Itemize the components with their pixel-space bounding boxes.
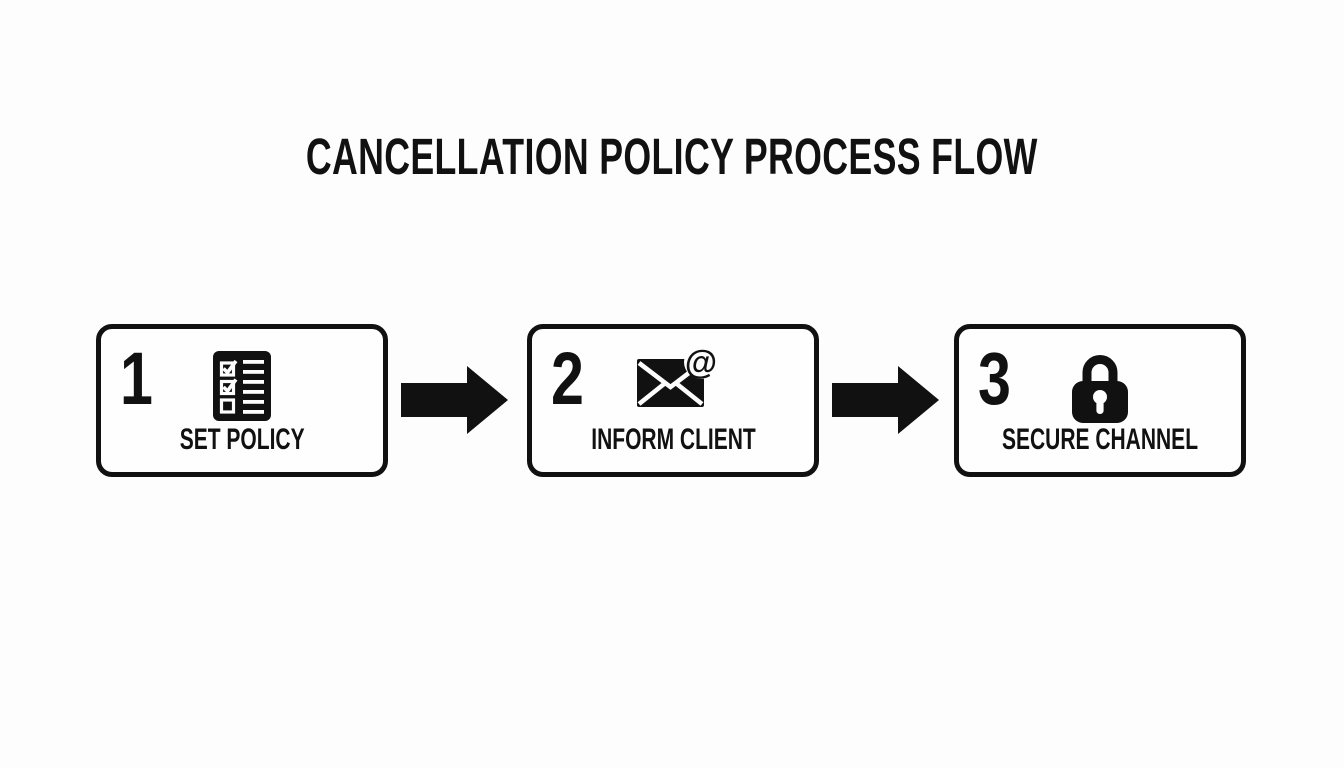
diagram-title: CANCELLATION POLICY PROCESS FLOW bbox=[0, 131, 1344, 182]
step-label: SECURE CHANNEL bbox=[1001, 423, 1199, 456]
step-label-wrap: INFORM CLIENT bbox=[532, 425, 814, 455]
checklist-icon bbox=[213, 351, 271, 421]
padlock-icon bbox=[1072, 351, 1128, 423]
step-box-set-policy: 1 SET POLICY bbox=[96, 324, 388, 477]
step-number: 2 bbox=[551, 337, 584, 420]
arrow-right-icon bbox=[401, 366, 508, 434]
step-label: SET POLICY bbox=[179, 423, 305, 456]
step-label-wrap: SECURE CHANNEL bbox=[959, 425, 1241, 455]
step-number: 3 bbox=[978, 337, 1011, 420]
step-label-wrap: SET POLICY bbox=[101, 425, 383, 455]
step-box-inform-client: 2 @ INFORM CLIENT bbox=[527, 324, 819, 477]
email-at-icon: @ bbox=[637, 344, 719, 408]
step-box-secure-channel: 3 SECURE CHANNEL bbox=[954, 324, 1246, 477]
step-number: 1 bbox=[120, 337, 153, 420]
svg-text:@: @ bbox=[685, 346, 717, 381]
step-label: INFORM CLIENT bbox=[590, 423, 756, 456]
diagram-title-text: CANCELLATION POLICY PROCESS FLOW bbox=[306, 128, 1038, 185]
arrow-right-icon bbox=[832, 366, 939, 434]
